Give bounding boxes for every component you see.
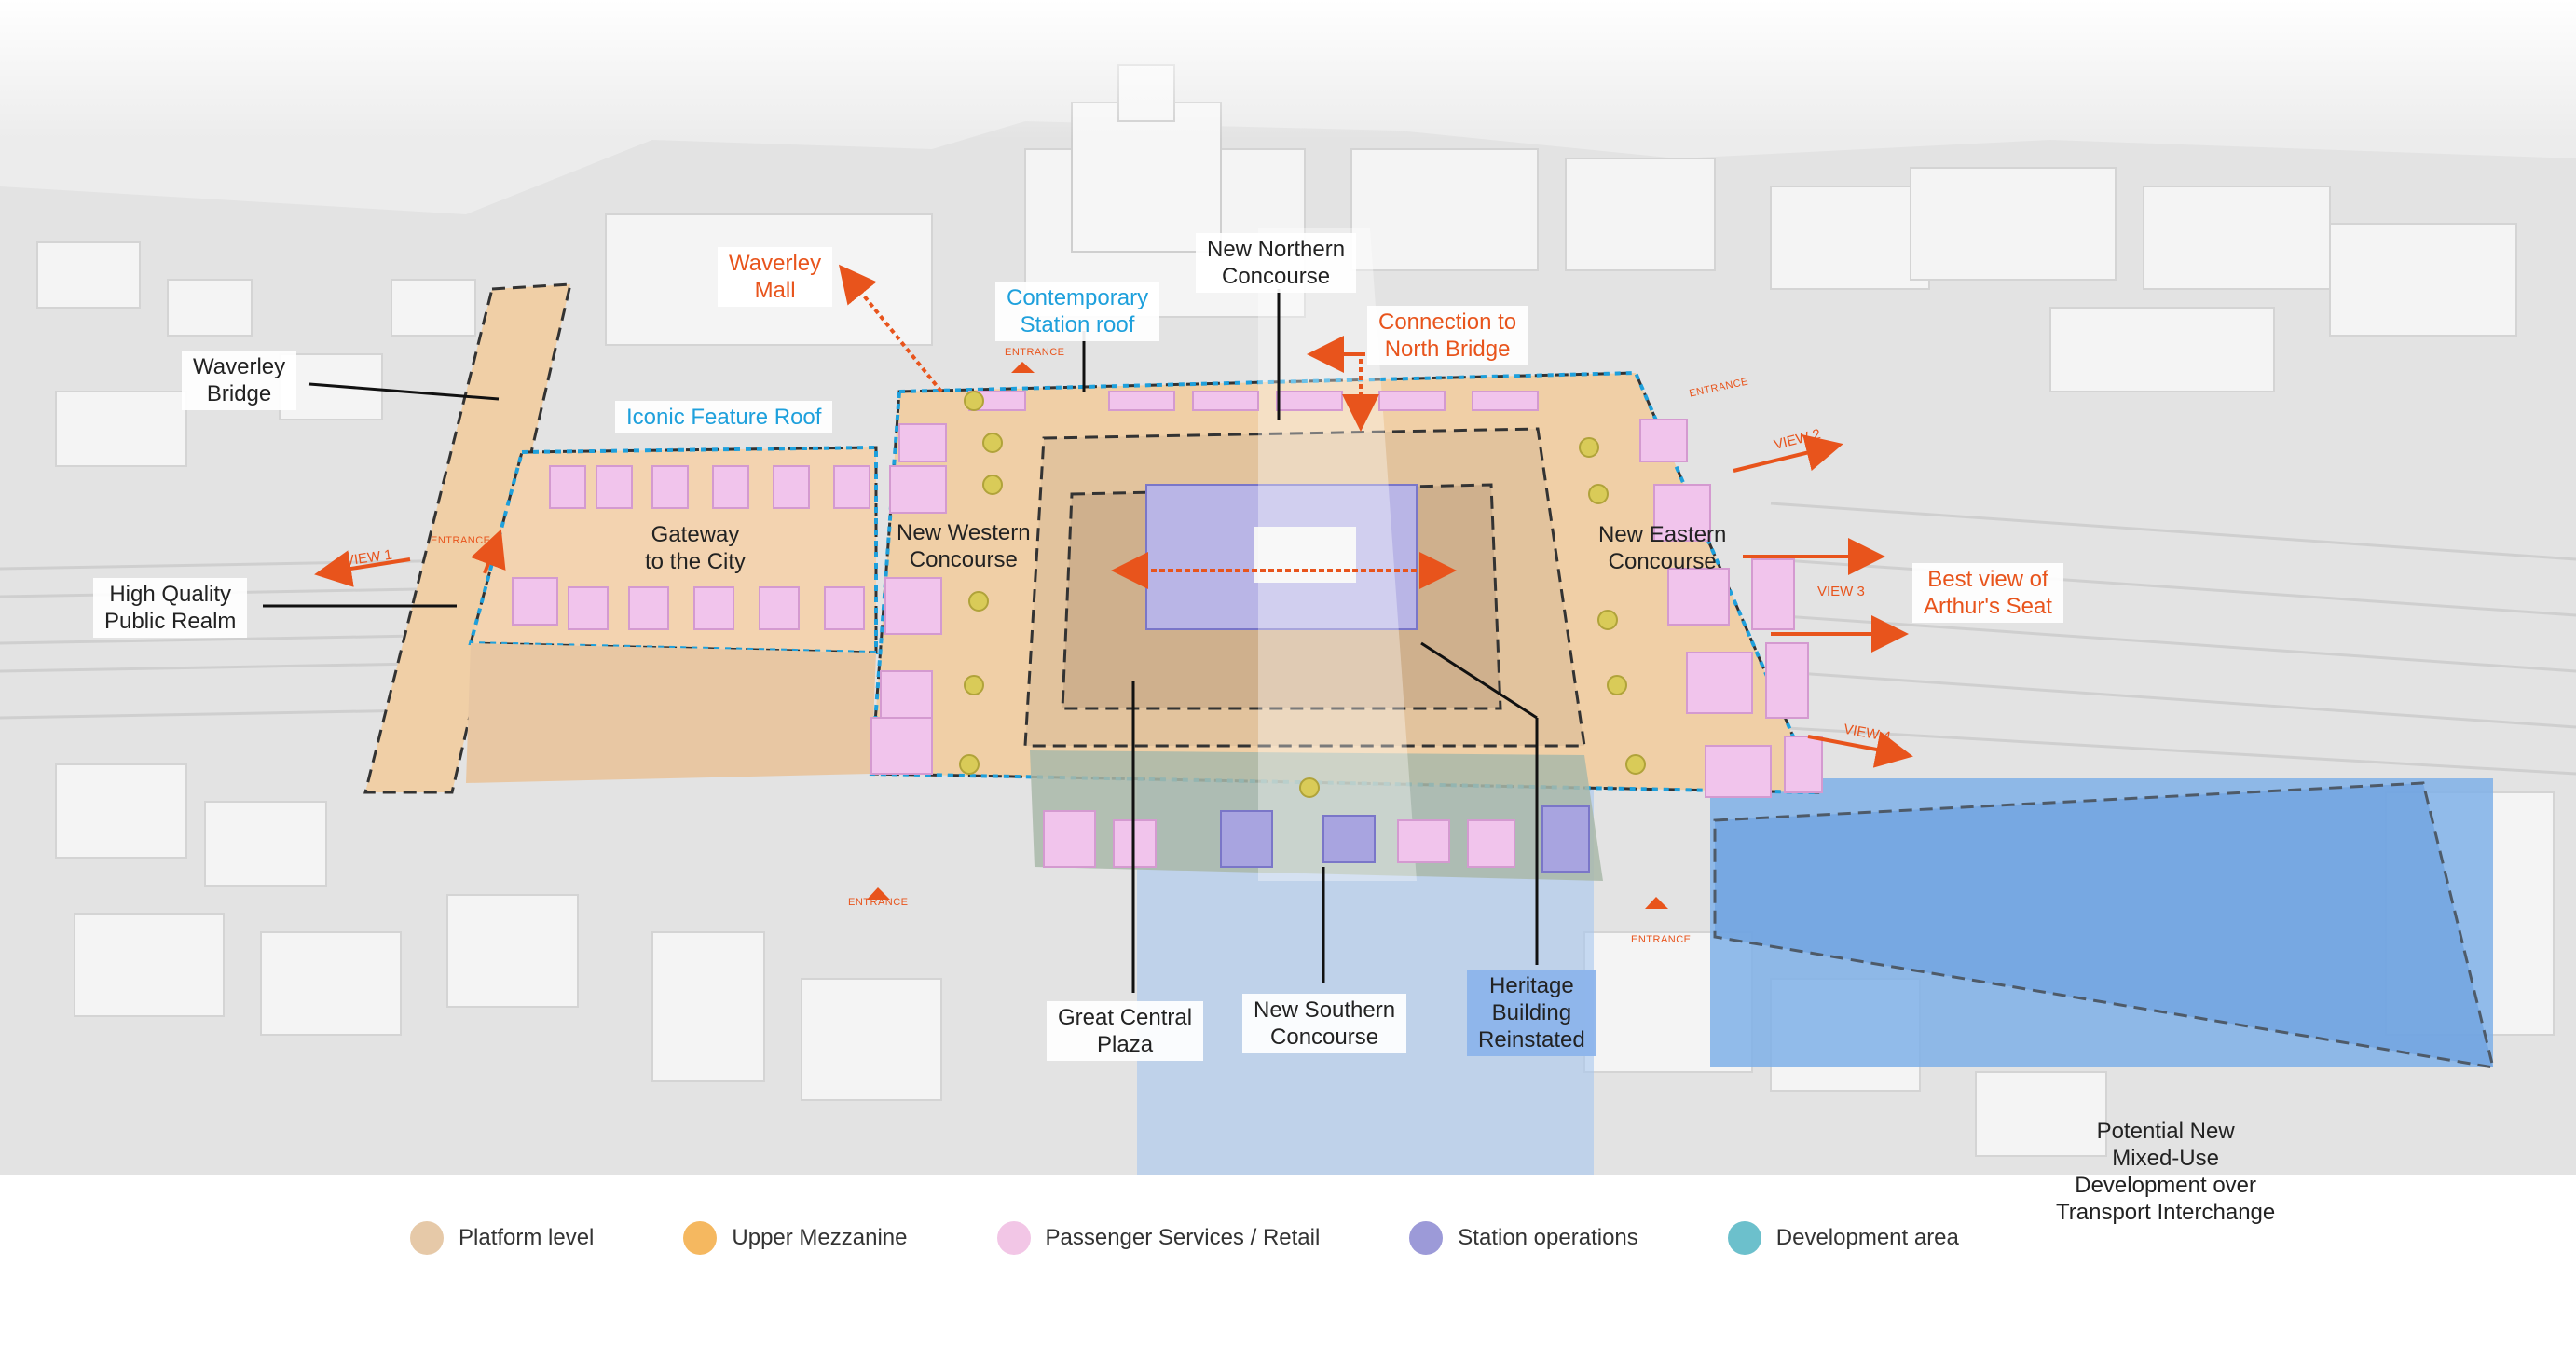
legend-item-mezzanine: Upper Mezzanine xyxy=(683,1221,908,1255)
legend: Platform level Upper Mezzanine Passenger… xyxy=(410,1221,2048,1255)
label-great-central-plaza: Great Central Plaza xyxy=(1047,1001,1204,1061)
legend-label: Upper Mezzanine xyxy=(732,1225,908,1250)
legend-swatch xyxy=(996,1221,1031,1255)
entrance-label-southeast: ENTRANCE xyxy=(1631,934,1692,945)
legend-item-platform: Platform level xyxy=(410,1221,594,1255)
legend-item-retail: Passenger Services / Retail xyxy=(996,1221,1321,1255)
legend-item-development: Development area xyxy=(1727,1221,1959,1255)
legend-swatch xyxy=(410,1221,444,1255)
station-main-body xyxy=(869,228,1821,881)
label-best-view-arthurs-seat: Best view of Arthur's Seat xyxy=(1912,563,2063,623)
waverley-bridge-structure xyxy=(363,282,572,794)
legend-swatch xyxy=(1409,1221,1444,1255)
legend-label: Station operations xyxy=(1458,1225,1638,1250)
label-gateway-to-the-city: Gateway to the City xyxy=(645,522,747,574)
entrance-triangles xyxy=(867,362,1668,909)
view-3-label: VIEW 3 xyxy=(1817,584,1865,599)
legend-swatch xyxy=(1727,1221,1761,1255)
operations-blocks xyxy=(1220,805,1590,873)
legend-item-operations: Station operations xyxy=(1409,1221,1638,1255)
label-connection-to-north-bridge: Connection to North Bridge xyxy=(1367,306,1528,365)
legend-label: Platform level xyxy=(459,1225,595,1250)
entrance-label-north: ENTRANCE xyxy=(1005,347,1065,358)
label-contemporary-station-roof: Contemporary Station roof xyxy=(995,282,1160,341)
mezzanine-pillars xyxy=(959,391,1646,798)
label-iconic-feature-roof: Iconic Feature Roof xyxy=(615,401,833,433)
label-heritage-building-reinstated: Heritage Building Reinstated xyxy=(1467,970,1596,1056)
label-waverley-bridge: Waverley Bridge xyxy=(182,351,297,410)
label-new-northern-concourse: New Northern Concourse xyxy=(1196,233,1357,293)
label-new-eastern-concourse: New Eastern Concourse xyxy=(1598,522,1727,574)
label-waverley-mall: Waverley Mall xyxy=(718,247,833,307)
label-new-southern-concourse: New Southern Concourse xyxy=(1242,994,1407,1053)
legend-label: Development area xyxy=(1775,1225,1959,1250)
label-high-quality-public-realm: High Quality Public Realm xyxy=(93,578,248,638)
label-new-western-concourse: New Western Concourse xyxy=(897,520,1031,572)
legend-label: Passenger Services / Retail xyxy=(1045,1225,1321,1250)
legend-swatch xyxy=(683,1221,718,1255)
entrance-label-west: ENTRANCE xyxy=(431,535,491,546)
label-potential-new-development: Potential New Mixed-Use Development over… xyxy=(2056,1119,2276,1225)
retail-blocks xyxy=(512,391,1823,868)
circulation-arrows xyxy=(314,264,1913,768)
entrance-label-south: ENTRANCE xyxy=(848,897,909,908)
